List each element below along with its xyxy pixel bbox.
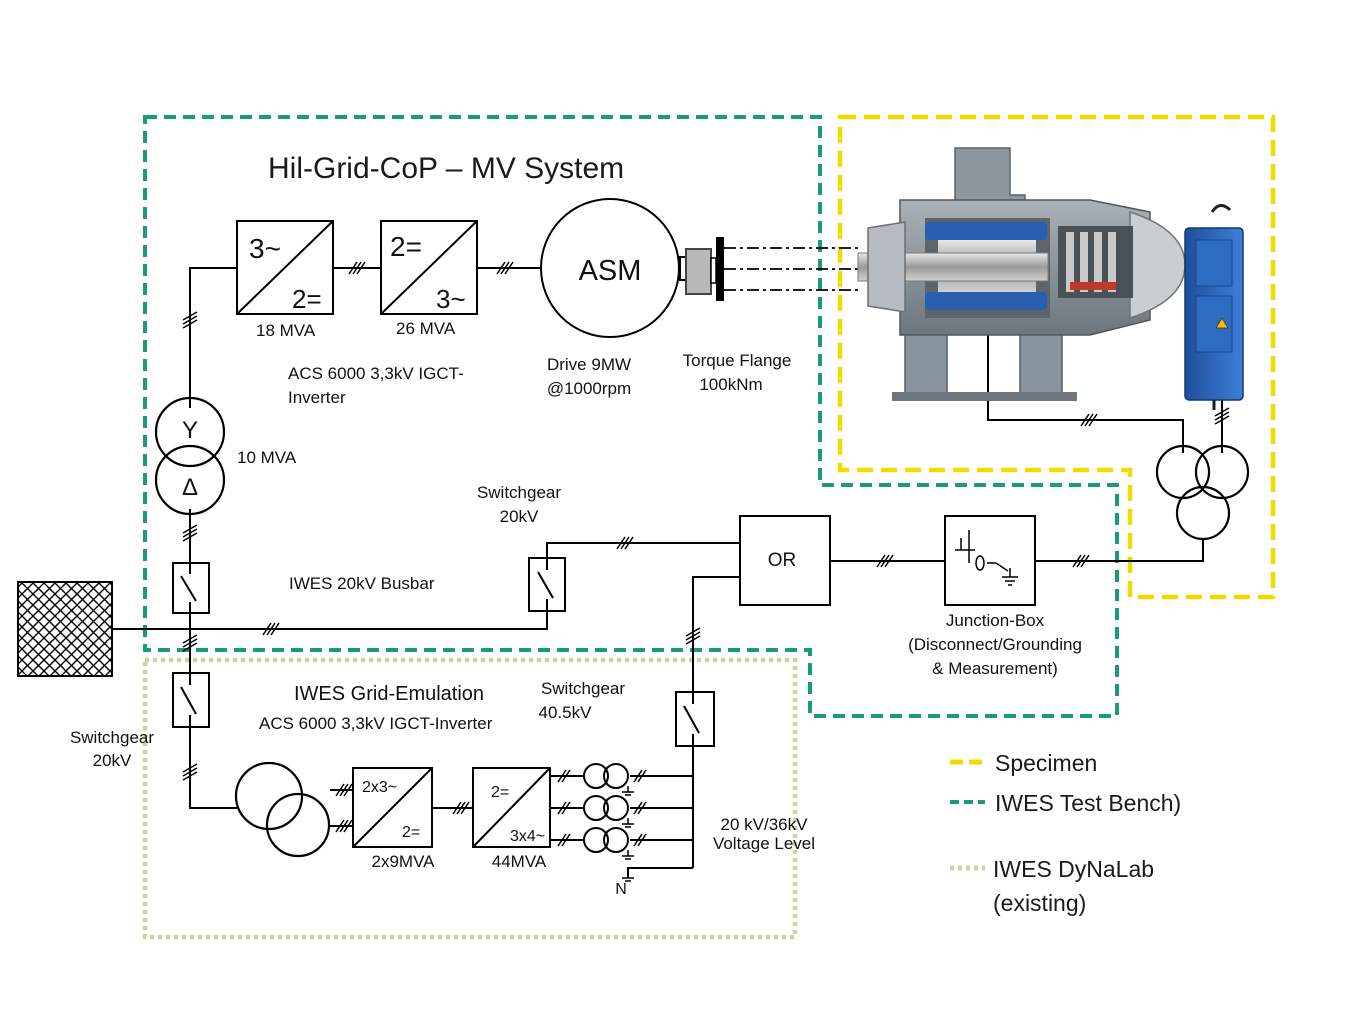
drive-speed: @1000rpm <box>547 379 631 398</box>
converter-44mva-rating: 44MVA <box>492 852 547 871</box>
switch-main-lower <box>172 672 210 728</box>
converter-2x9mva: 2x3~ 2= 2x9MVA <box>352 767 436 871</box>
legend-specimen: Specimen <box>995 750 1097 776</box>
transformer-rating: 10 MVA <box>237 448 297 467</box>
converter-44mva-dc: 2= <box>491 784 509 801</box>
converter-26mva-dc: 2= <box>390 231 422 262</box>
inverter-note-line2: Inverter <box>288 388 346 407</box>
converter-18mva-ac: 3~ <box>249 233 281 264</box>
transformer-three-winding <box>1155 444 1250 541</box>
converter-2x9mva-rating: 2x9MVA <box>372 852 436 871</box>
switchgear-top-line1: Switchgear <box>477 483 561 502</box>
converter-2x9mva-dc: 2= <box>402 824 420 841</box>
grid-emulation-title: IWES Grid-Emulation <box>294 683 484 705</box>
converter-2x9mva-ac: 2x3~ <box>362 779 397 796</box>
switchgear-top-line2: 20kV <box>500 507 539 526</box>
junction-box-line2: (Disconnect/Grounding <box>908 635 1082 654</box>
inverter-note-line1: ACS 6000 3,3kV IGCT- <box>288 364 464 383</box>
switch-main-upper <box>172 562 210 614</box>
voltage-level-line1: 20 kV/36kV <box>721 815 809 834</box>
switchgear-40kv-line1: Switchgear <box>541 679 625 698</box>
converter-18mva: 3~ 2= 18 MVA <box>236 220 334 340</box>
converter-26mva: 2= 3~ 26 MVA <box>380 220 478 338</box>
legend: Specimen IWES Test Bench) IWES DyNaLab (… <box>950 750 1181 916</box>
torque-flange: Torque Flange 100kNm <box>679 237 792 394</box>
junction-box-line1: Junction-Box <box>946 611 1045 630</box>
junction-box-line3: & Measurement) <box>932 659 1058 678</box>
legend-dynalab-line1: IWES DyNaLab <box>993 856 1154 882</box>
converter-44mva: 2= 3x4~ 44MVA <box>472 767 551 871</box>
voltage-level-line2: Voltage Level <box>713 834 815 853</box>
three-phase-marks <box>182 261 1230 847</box>
neutral-label: N <box>615 881 627 898</box>
or-box: OR <box>739 515 831 606</box>
asm-label: ASM <box>579 255 642 287</box>
junction-box: Junction-Box (Disconnect/Grounding & Mea… <box>908 515 1082 678</box>
switch-40kv <box>675 691 715 747</box>
drive-rating: Drive 9MW <box>547 355 631 374</box>
legend-dynalab-line2: (existing) <box>993 890 1086 916</box>
switchgear-left-line2: 20kV <box>93 751 132 770</box>
transformer-delta-symbol: Δ <box>182 474 198 501</box>
output-transformers <box>583 763 634 882</box>
converter-18mva-dc: 2= <box>292 284 322 314</box>
grid-emulation-transformer <box>234 761 331 858</box>
dynalab-boundary <box>142 657 798 940</box>
switchgear-left-line1: Switchgear <box>70 728 154 747</box>
specimen-boundary <box>837 114 1276 600</box>
grid-connection-symbol <box>17 581 113 677</box>
converter-44mva-ac: 3x4~ <box>510 828 545 845</box>
diagram-title: Hil-Grid-CoP – MV System <box>268 152 624 185</box>
specimen-machine-image <box>857 147 1244 410</box>
legend-test-bench: IWES Test Bench) <box>995 790 1181 816</box>
busbar-label: IWES 20kV Busbar <box>289 574 435 593</box>
torque-flange-label: Torque Flange <box>683 351 792 370</box>
grid-emulation-subtitle: ACS 6000 3,3kV IGCT-Inverter <box>259 714 493 733</box>
torque-flange-rating: 100kNm <box>699 375 762 394</box>
transformer-y-delta: Y Δ 10 MVA <box>154 396 297 516</box>
switch-busbar <box>528 557 566 612</box>
converter-18mva-rating: 18 MVA <box>256 321 316 340</box>
or-label: OR <box>768 550 797 571</box>
converter-26mva-rating: 26 MVA <box>396 319 456 338</box>
transformer-y-symbol: Y <box>182 417 198 444</box>
asm-motor: ASM Drive 9MW @1000rpm <box>540 198 680 398</box>
switchgear-40kv-line2: 40.5kV <box>539 703 593 722</box>
converter-26mva-ac: 3~ <box>436 284 466 314</box>
